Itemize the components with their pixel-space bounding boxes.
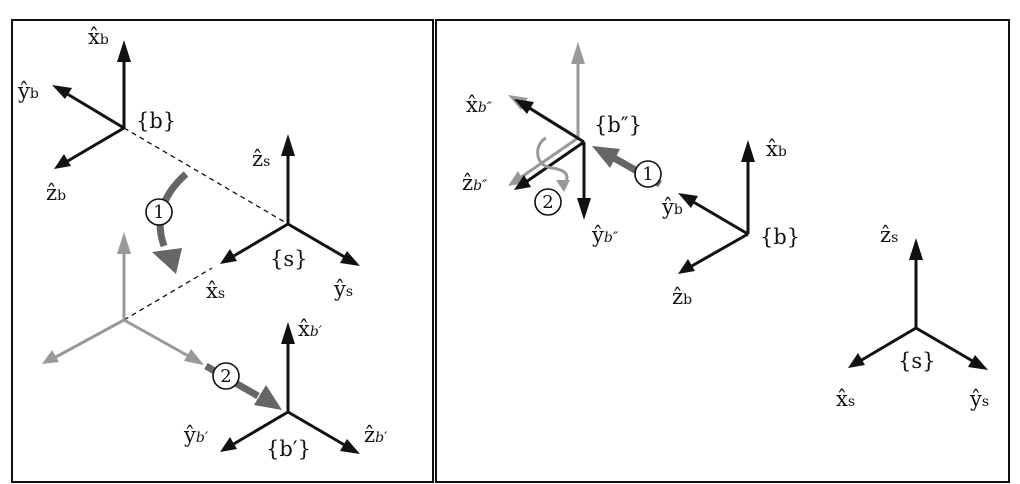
step-number: 1 [153, 202, 164, 223]
arrow-head-icon [281, 134, 295, 156]
label-zbdp: ẑb″ [462, 171, 488, 195]
arrow-head-icon [678, 259, 695, 274]
label-right-zs: ẑs [880, 223, 898, 247]
label-xbdp: x̂b″ [466, 93, 493, 117]
step-badge-1 [634, 160, 662, 188]
arrow-head-icon [909, 238, 923, 260]
label-right-xb: x̂b [766, 137, 787, 161]
frame-name-b-prime: {b′} [266, 437, 311, 461]
label-left-zb: ẑb [46, 181, 66, 205]
frame-s-left [220, 134, 360, 266]
step-number: 1 [642, 164, 653, 185]
label-right-xs: x̂s [836, 387, 855, 411]
left-panel-border [11, 19, 434, 483]
arrow-head-icon [184, 349, 204, 365]
arrow-head-icon [42, 350, 59, 364]
dashed-line-s-ghost [123, 267, 213, 321]
frame-name-right-s: {s} [898, 349, 936, 373]
arrow-head-icon [220, 437, 237, 452]
arrow-head-icon [556, 180, 570, 192]
ghost-frame-left [42, 232, 204, 365]
label-left-xb: x̂b [88, 25, 109, 49]
step-badge-2 [534, 188, 562, 216]
frame-name-b-double-prime: {b″} [594, 113, 642, 137]
step-badge-2 [212, 362, 240, 390]
frame-b-left [52, 40, 131, 169]
ghost-frame-right [508, 42, 585, 186]
frame-b-double-prime [514, 99, 591, 220]
arrow-head-icon [117, 40, 131, 62]
step-number: 2 [542, 192, 553, 213]
label-ybp: ŷb′ [183, 423, 209, 447]
arrow-head-icon [340, 439, 360, 454]
label-right-ys: ŷs [969, 387, 989, 411]
arrow-head-icon [54, 154, 71, 169]
label-xbp: x̂b′ [298, 317, 323, 341]
label-right-yb: ŷb [661, 195, 683, 219]
arrow-head-icon [52, 85, 72, 99]
frame-b-right [678, 140, 755, 274]
arrow-head-icon [577, 198, 591, 220]
arrow-head-icon [220, 249, 237, 264]
arrow-head-icon [281, 322, 295, 344]
label-ybdp: ŷb″ [591, 223, 619, 247]
label-left-zs: ẑs [252, 147, 270, 171]
frame-name-right-b: {b} [760, 225, 800, 249]
frame-s-right [848, 238, 988, 370]
arrow-head-icon [514, 175, 531, 190]
arrow-head-icon [254, 385, 282, 410]
arrow-head-icon [678, 193, 698, 208]
arrow-head-icon [741, 140, 755, 162]
arrow-head-icon [592, 146, 620, 168]
label-left-yb: ŷb [17, 79, 39, 103]
step-badge-1 [145, 198, 173, 226]
frame-name-left-s: {s} [270, 247, 308, 271]
dashed-line-b-s [123, 127, 289, 225]
arrow-head-icon [968, 355, 988, 370]
label-zbp: ẑb′ [364, 423, 388, 447]
rotation-arc-icon [536, 136, 569, 188]
arrow-head-icon [848, 353, 865, 368]
step-number: 2 [220, 366, 231, 387]
arrow-head-icon [152, 248, 182, 274]
arrow-head-icon [514, 99, 534, 114]
label-right-zb: ẑb [672, 285, 692, 309]
frame-b-prime [220, 322, 360, 454]
right-panel-border [435, 19, 1010, 483]
label-left-xs: x̂s [206, 279, 225, 303]
arrow-head-icon [117, 232, 131, 254]
label-left-ys: ŷs [333, 277, 353, 301]
arrow-head-icon [340, 251, 360, 266]
arrow-head-icon [571, 42, 585, 64]
frame-name-left-b: {b} [136, 109, 176, 133]
